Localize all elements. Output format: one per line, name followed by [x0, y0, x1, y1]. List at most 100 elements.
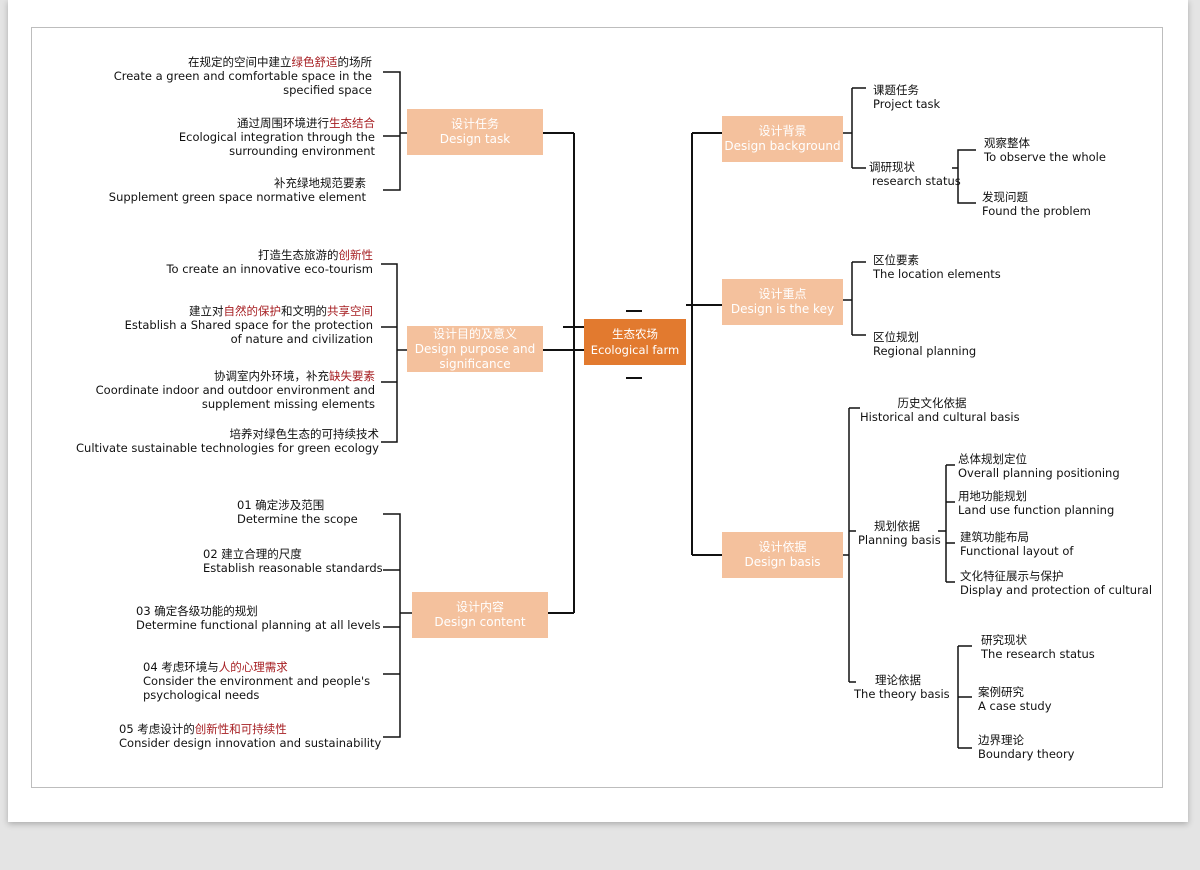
- task-item-1-en2: specified space: [283, 83, 372, 97]
- content-item-4-en2: psychological needs: [143, 688, 260, 702]
- node-design-task: 设计任务 Design task: [407, 109, 543, 155]
- bg-problem-zh: 发现问题: [982, 190, 1028, 204]
- purpose-item-2-zh-highlight: 自然的保护: [223, 304, 282, 318]
- task-item-1-en1: Create a green and comfortable space in …: [113, 69, 372, 83]
- content-item-1: 01 确定涉及范围 Determine the scope: [237, 498, 358, 526]
- key-regional-zh: 区位规划: [873, 330, 919, 344]
- purpose-item-1-zh-a: 打造生态旅游的: [258, 248, 339, 262]
- node-content-en: Design content: [434, 615, 526, 629]
- basis-case-en: A case study: [978, 699, 1052, 713]
- purpose-item-3: 协调室内外环境，补充缺失要素 Coordinate indoor and out…: [96, 369, 375, 411]
- key-regional-en: Regional planning: [873, 344, 977, 358]
- basis-overall-zh: 总体规划定位: [958, 452, 1027, 466]
- node-design-background: 设计背景 Design background: [722, 116, 843, 162]
- page-sheet: [8, 0, 1188, 822]
- content-item-3: 03 确定各级功能的规划 Determine functional planni…: [136, 604, 381, 632]
- basis-planning-zh: 规划依据: [874, 519, 920, 533]
- center-dash-top: [626, 310, 642, 312]
- purpose-item-1-zh: 打造生态旅游的创新性: [166, 248, 373, 262]
- purpose-item-4: 培养对绿色生态的可持续技术 Cultivate sustainable tech…: [76, 427, 379, 455]
- node-key-en: Design is the key: [730, 302, 835, 316]
- node-design-task-zh: 设计任务: [450, 117, 499, 131]
- node-background-zh: 设计背景: [758, 124, 807, 138]
- basis-theory: 理论依据 The theory basis: [854, 673, 950, 701]
- bg-research-status-zh: 调研现状: [869, 160, 915, 174]
- basis-overall-en: Overall planning positioning: [958, 466, 1120, 480]
- purpose-item-3-zh: 协调室内外环境，补充缺失要素: [96, 369, 375, 383]
- node-design-basis: 设计依据 Design basis: [722, 532, 843, 578]
- bg-observe-whole: 观察整体 To observe the whole: [984, 136, 1106, 164]
- basis-research-status: 研究现状 The research status: [981, 633, 1095, 661]
- basis-case-zh: 案例研究: [978, 685, 1024, 699]
- node-design-task-en: Design task: [439, 132, 511, 146]
- task-item-2-en1: Ecological integration through the: [178, 130, 375, 144]
- basis-theory-en: The theory basis: [854, 687, 950, 701]
- basis-boundary-theory: 边界理论 Boundary theory: [978, 733, 1074, 761]
- basis-research-zh: 研究现状: [981, 633, 1027, 647]
- basis-landuse-zh: 用地功能规划: [958, 489, 1027, 503]
- basis-overall-positioning: 总体规划定位 Overall planning positioning: [958, 452, 1120, 480]
- bg-project-task: 课题任务 Project task: [873, 83, 940, 111]
- content-item-4: 04 考虑环境与人的心理需求 Consider the environment …: [143, 660, 370, 702]
- task-item-2-zh-a: 通过周围环境进行: [237, 116, 329, 130]
- node-basis-zh: 设计依据: [758, 540, 807, 554]
- purpose-item-1-zh-highlight: 创新性: [338, 248, 374, 262]
- key-location-elements: 区位要素 The location elements: [873, 253, 1001, 281]
- task-item-3-zh: 补充绿地规范要素: [274, 176, 366, 190]
- basis-planning-en: Planning basis: [858, 533, 941, 547]
- purpose-item-2-zh-a: 建立对: [189, 304, 224, 318]
- purpose-item-2-zh-b: 和文明的: [281, 304, 327, 318]
- bg-found-problem: 发现问题 Found the problem: [982, 190, 1091, 218]
- basis-boundary-en: Boundary theory: [978, 747, 1075, 761]
- purpose-item-1: 打造生态旅游的创新性 To create an innovative eco-t…: [166, 248, 373, 276]
- task-item-1-zh: 在规定的空间中建立绿色舒适的场所: [114, 55, 372, 69]
- center-title-zh: 生态农场: [612, 327, 658, 341]
- task-item-3: 补充绿地规范要素 Supplement green space normativ…: [109, 176, 366, 204]
- basis-research-en: The research status: [981, 647, 1095, 661]
- purpose-item-3-zh-a: 协调室内外环境，补充: [214, 369, 329, 383]
- content-item-3-zh: 03 确定各级功能的规划: [136, 604, 258, 618]
- center-node-ecological-farm: 生态农场 Ecological farm: [584, 319, 686, 365]
- content-item-4-zh: 04 考虑环境与人的心理需求: [143, 660, 370, 674]
- task-item-1: 在规定的空间中建立绿色舒适的场所 Create a green and comf…: [114, 55, 372, 97]
- node-key-zh: 设计重点: [758, 287, 807, 301]
- content-item-3-en1: Determine functional planning at all lev…: [136, 618, 381, 632]
- basis-historical-en: Historical and cultural basis: [860, 410, 1020, 424]
- node-background-en: Design background: [724, 139, 841, 153]
- task-item-1-zh-highlight: 绿色舒适: [291, 55, 338, 69]
- content-item-5-zh-a: 05 考虑设计的: [119, 722, 195, 736]
- key-regional-planning: 区位规划 Regional planning: [873, 330, 976, 358]
- task-item-1-zh-a: 在规定的空间中建立: [188, 55, 292, 69]
- basis-historical-zh: 历史文化依据: [897, 396, 967, 410]
- purpose-item-2-en1: Establish a Shared space for the protect…: [124, 318, 373, 332]
- task-item-2: 通过周围环境进行生态结合 Ecological integration thro…: [179, 116, 375, 158]
- content-item-2: 02 建立合理的尺度 Establish reasonable standard…: [203, 547, 383, 575]
- node-purpose-en1: Design purpose and: [414, 341, 536, 356]
- basis-historical: 历史文化依据 Historical and cultural basis: [860, 396, 1020, 424]
- node-purpose-zh: 设计目的及意义: [432, 326, 517, 341]
- basis-land-use: 用地功能规划 Land use function planning: [958, 489, 1114, 517]
- basis-functional-en: Functional layout of: [960, 544, 1074, 558]
- key-location-en: The location elements: [873, 267, 1001, 281]
- content-item-4-en1: Consider the environment and people's: [143, 674, 371, 688]
- purpose-item-3-en2: supplement missing elements: [201, 397, 375, 411]
- content-item-1-en1: Determine the scope: [237, 512, 358, 526]
- basis-boundary-zh: 边界理论: [978, 733, 1024, 747]
- node-design-key: 设计重点 Design is the key: [722, 279, 843, 325]
- content-item-5-en1: Consider design innovation and sustainab…: [119, 736, 382, 750]
- basis-functional-zh: 建筑功能布局: [960, 530, 1029, 544]
- purpose-item-3-en1: Coordinate indoor and outdoor environmen…: [95, 383, 375, 397]
- purpose-item-1-en1: To create an innovative eco-tourism: [166, 262, 373, 276]
- node-design-content: 设计内容 Design content: [412, 592, 548, 638]
- task-item-3-en1: Supplement green space normative element: [108, 190, 366, 204]
- purpose-item-4-en1: Cultivate sustainable technologies for g…: [76, 441, 379, 455]
- content-item-4-zh-highlight: 人的心理需求: [218, 660, 288, 674]
- content-item-4-zh-a: 04 考虑环境与: [143, 660, 219, 674]
- purpose-item-4-zh: 培养对绿色生态的可持续技术: [229, 427, 380, 441]
- task-item-2-zh: 通过周围环境进行生态结合: [179, 116, 375, 130]
- bg-observe-en: To observe the whole: [984, 150, 1106, 164]
- task-item-2-en2: surrounding environment: [229, 144, 375, 158]
- bg-problem-en: Found the problem: [982, 204, 1091, 218]
- basis-display-zh: 文化特征展示与保护: [960, 569, 1064, 583]
